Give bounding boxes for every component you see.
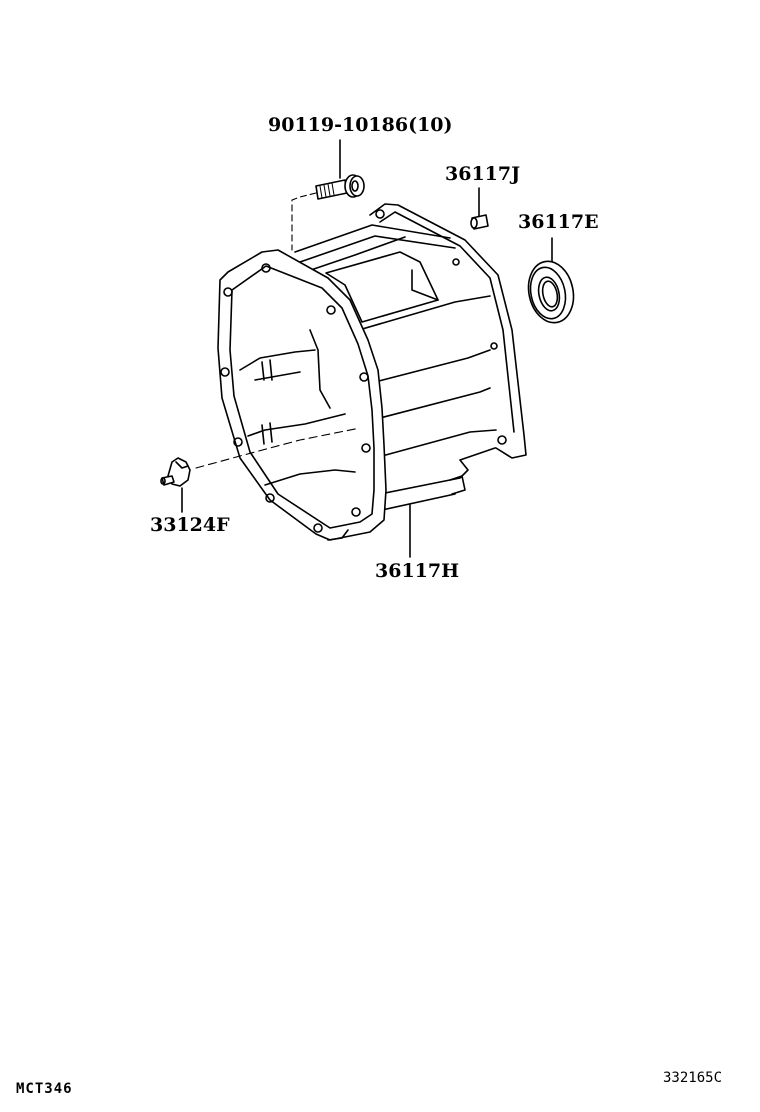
breather-assembly-dashline — [195, 427, 361, 469]
bolt-assembly-dashline — [291, 192, 317, 251]
dowel-pin-icon — [470, 214, 489, 230]
label-bolt: 90119-10186(10) — [268, 114, 453, 136]
diagram-code-left: MCT346 — [16, 1081, 73, 1097]
oil-seal-icon — [527, 260, 575, 324]
label-oil-seal: 36117E — [518, 211, 599, 233]
breather-plug-icon — [160, 457, 191, 487]
housing-icon — [217, 203, 527, 541]
bolt-icon — [315, 174, 365, 200]
label-dowel-pin: 36117J — [445, 163, 521, 185]
diagram-code-right: 332165C — [663, 1070, 723, 1086]
label-breather-plug: 33124F — [150, 514, 230, 536]
label-housing: 36117H — [375, 560, 460, 582]
